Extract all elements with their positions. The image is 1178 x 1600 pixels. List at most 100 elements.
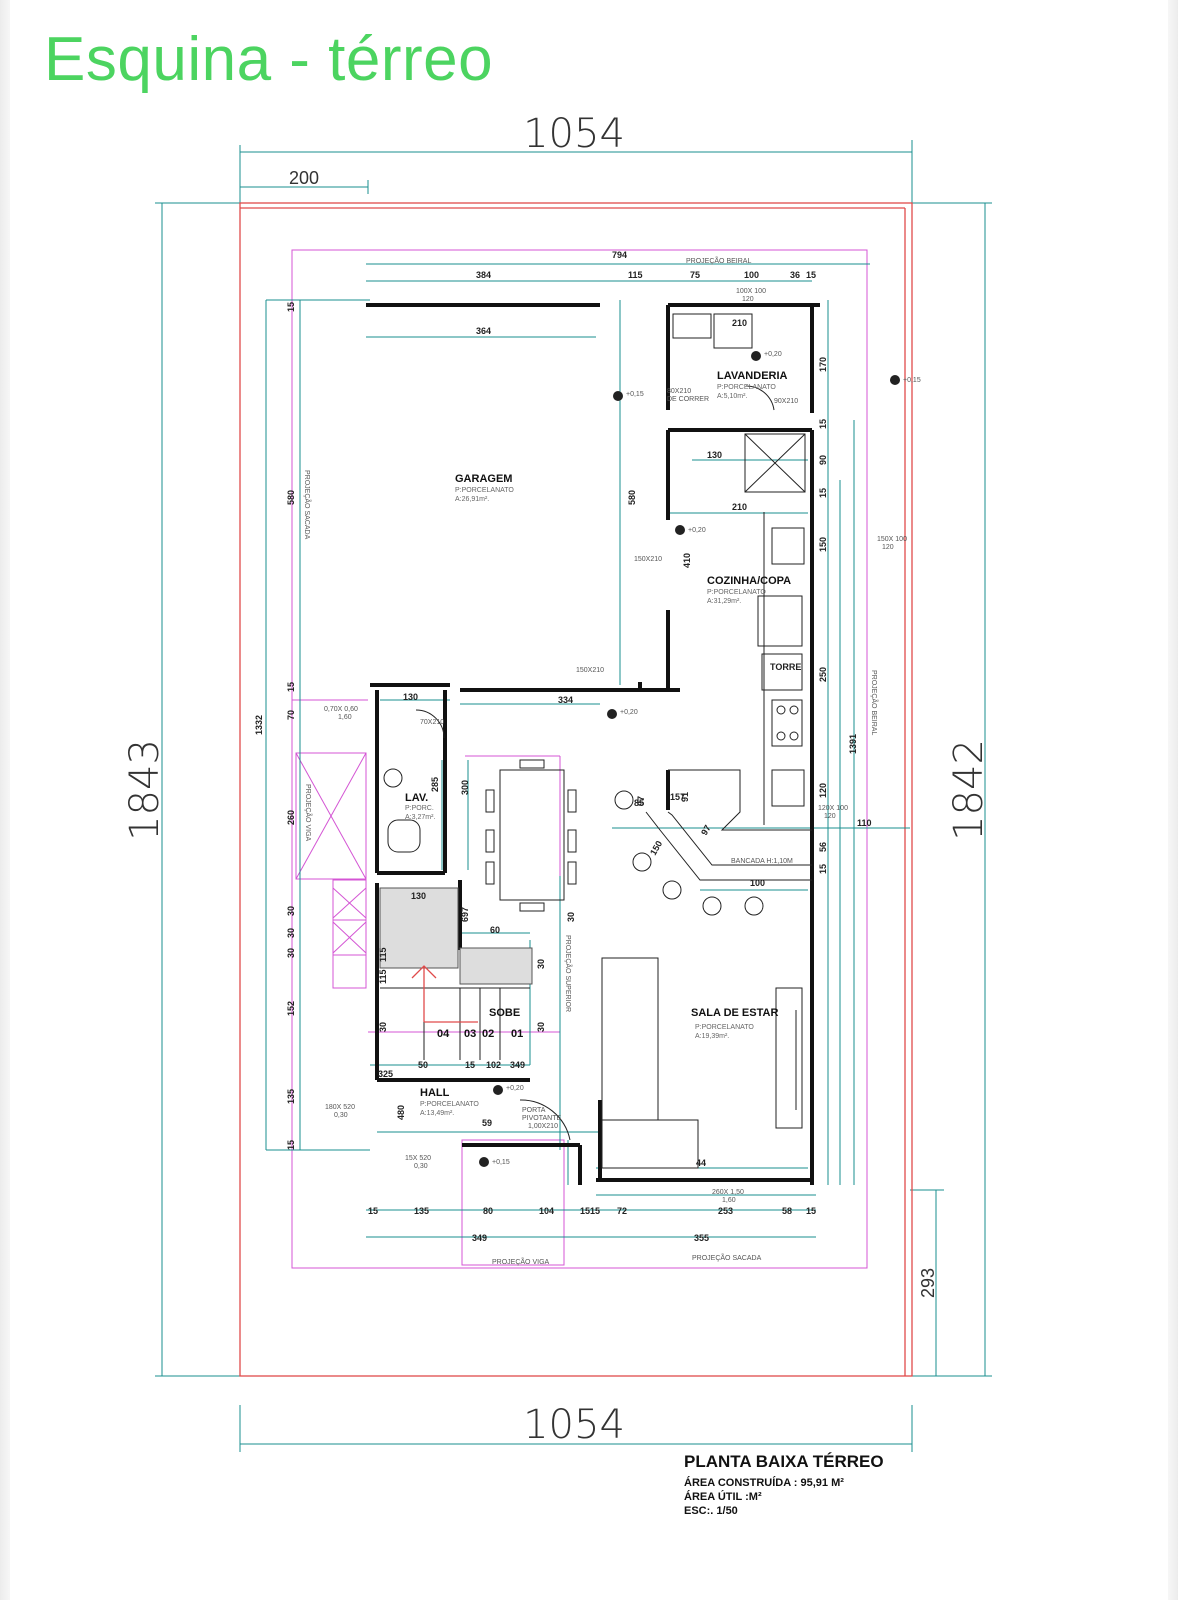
dim-label: 15 [286,682,296,692]
opening-label: 120 [742,296,754,303]
stair-step-label: 02 [482,1028,494,1040]
dim-label: 97 [699,823,713,837]
opening-label: 0,70X 0,60 [324,706,358,713]
opening-label: 90X210 [774,398,798,405]
dim-label: 91 [680,792,690,802]
dim-label: 300 [460,780,470,795]
dim-label: 15 [286,302,296,312]
projection-label: PROJEÇÃO SACADA [303,470,312,540]
opening-label: 150X210 [576,667,604,674]
dim-label: 72 [617,1206,627,1216]
room-lav-area: A:3,27m². [405,814,435,821]
projection-label: PROJEÇÃO VIGA [492,1257,550,1266]
room-garagem-floor: P:PORCELANATO [455,487,514,494]
room-hall-floor: P:PORCELANATO [420,1101,479,1108]
opening-label: 120 [824,813,836,820]
opening-label: 150X210 [634,556,662,563]
sobe-label: SOBE [489,1007,520,1019]
dim-label: 58 [782,1206,792,1216]
opening-labels: 80X210 90X210 100X 100 120 150X210 150X2… [324,288,907,1204]
opening-label: 260X 1,50 [712,1189,744,1196]
level-label: +0,20 [688,527,706,534]
projection-label: PROJEÇÃO SACADA [692,1253,762,1262]
dim-label: 59 [482,1118,492,1128]
opening-label: 80X210 [667,388,691,395]
opening-label: 120X 100 [818,805,848,812]
outer-dimensions: 1054 200 1054 1843 1842 293 [122,111,992,1452]
dim-label: 70 [286,710,296,720]
room-cozinha-floor: P:PORCELANATO [707,589,766,596]
left-height-dim: 1843 [122,739,168,841]
setback-top-dim: 200 [289,168,319,188]
dim-label: 349 [472,1233,487,1243]
room-garagem-name: GARAGEM [455,473,512,485]
door-label: PIVOTANTE [522,1115,561,1122]
opening-label: 70X210 [420,719,444,726]
room-sala-floor: P:PORCELANATO [695,1024,754,1031]
room-cozinha-name: COZINHA/COPA [707,575,791,587]
level-label: +0,20 [620,709,638,716]
bancada-label: BANCADA H:1,10M [731,858,793,865]
legend-area-construida: ÁREA CONSTRUÍDA : 95,91 M² [684,1477,844,1489]
dim-label: 15 [590,1206,600,1216]
dim-label: 210 [732,318,747,328]
setback-bottom-dim: 293 [918,1268,938,1298]
level-label: +0,20 [764,351,782,358]
opening-label: 180X 520 [325,1104,355,1111]
room-lav-floor: P:PORC. [405,805,434,812]
dim-label: 135 [286,1089,296,1104]
dim-label: 102 [486,1060,501,1070]
dim-label: 794 [612,250,627,260]
legend-escala: ESC:. 1/50 [684,1505,738,1517]
dim-label: 120 [818,783,828,798]
dim-label: 253 [718,1206,733,1216]
dim-label: 80 [483,1206,493,1216]
dim-label: 130 [411,891,426,901]
inner-dimension-labels: 794 384 115 75 100 36 15 364 210 130 210… [254,250,872,1243]
room-lav-name: LAV. [405,792,428,804]
opening-label: 150X 100 [877,536,907,543]
torre-label: TORRE [770,662,801,672]
room-garagem-area: A:26,91m². [455,496,489,503]
drawing-legend: PLANTA BAIXA TÉRREO ÁREA CONSTRUÍDA : 95… [684,1452,884,1518]
room-sala-area: A:19,39m². [695,1033,729,1040]
dim-label: 135 [414,1206,429,1216]
dim-label: 334 [558,695,573,705]
level-label: +0,15 [626,391,644,398]
room-hall-name: HALL [420,1087,450,1099]
opening-label: 15X 520 [405,1155,431,1162]
page-frame-right [1168,0,1178,1600]
opening-label: 1,60 [338,714,352,721]
dim-label: 56 [818,842,828,852]
projection-label: PROJEÇÃO SUPERIOR [564,935,573,1012]
dim-label: 30 [536,959,546,969]
dim-label: 130 [403,692,418,702]
inner-dimension-lines [265,263,910,1238]
dim-label: 30 [536,1022,546,1032]
dim-label: 90 [818,455,828,465]
dim-label: 15 [806,1206,816,1216]
room-labels: GARAGEM P:PORCELANATO A:26,91m². LAVANDE… [303,256,879,1266]
dim-label: 15 [818,419,828,429]
dim-label: 152 [286,1001,296,1016]
room-sala-name: SALA DE ESTAR [691,1007,778,1019]
fixtures [379,313,812,1169]
projection-label: DE CORRER [667,396,709,403]
dim-label: 50 [418,1060,428,1070]
dim-label: 580 [286,490,296,505]
dim-label: 15 [806,270,816,280]
opening-label: 1,60 [722,1197,736,1204]
legend-title: PLANTA BAIXA TÉRREO [684,1452,884,1471]
opening-label: 100X 100 [736,288,766,295]
dim-label: 384 [476,270,491,280]
walls [366,303,820,1185]
top-width-dim: 1054 [523,111,625,157]
room-lavanderia-name: LAVANDERIA [717,370,788,382]
room-lavanderia-area: A:5,10m². [717,393,747,400]
dim-label: 104 [539,1206,554,1216]
stair-step-label: 01 [511,1028,523,1040]
dim-label: 480 [396,1105,406,1120]
dim-label: 285 [430,777,440,792]
opening-label: 0,30 [334,1112,348,1119]
